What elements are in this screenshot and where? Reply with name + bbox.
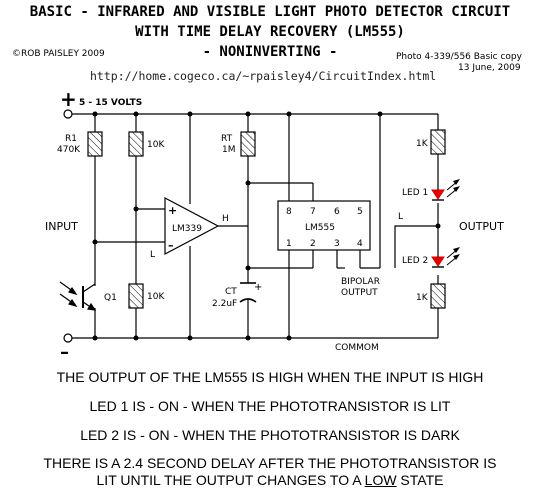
phototransistor-q1 [59,281,97,311]
note-5-low: LOW [364,472,397,488]
supply-terminal [63,109,73,119]
capacitor-ct [239,282,257,303]
output-sublabel: OUTPUT [341,288,378,298]
r-led-top: 1K [416,139,429,149]
pin-6: 6 [334,207,340,217]
resistor-10k-bottom [128,283,144,309]
note-5: LIT UNTIL THE OUTPUT CHANGES TO A LOW ST… [0,472,540,488]
note-4: THERE IS A 2.4 SECOND DELAY AFTER THE PH… [43,455,497,471]
r-top-value: 10K [147,140,165,150]
supply-plus: + [60,87,77,111]
q1-label: Q1 [104,293,117,303]
supply-minus: – [60,342,69,363]
ct-name: CT [225,287,237,297]
junction-dots [92,111,441,341]
led1-label: LED 1 [402,188,428,198]
resistor-1k-bottom [430,283,446,309]
led2-label: LED 2 [402,256,428,266]
output-label: OUTPUT [459,220,504,233]
rt-value: 1M [222,145,236,155]
pin-2: 2 [310,239,316,249]
photo-ref: Photo 4-339/556 Basic copy [396,52,522,62]
resistor-1k-top [430,129,446,155]
comp-plus: + [168,204,177,217]
comparator-lm339 [164,197,220,255]
note-3: LED 2 IS - ON - WHEN THE PHOTOTRANSISTOR… [80,427,460,443]
pin-5: 5 [357,207,363,217]
comp-name: LM339 [172,224,202,234]
bipolar-label: BIPOLAR [341,277,380,287]
input-label: INPUT [45,220,78,233]
cap-plus: + [254,282,262,293]
title-line-1: BASIC - INFRARED AND VISIBLE LIGHT PHOTO… [29,4,511,20]
supply-label: 5 - 15 VOLTS [79,98,142,108]
led-2 [431,247,460,268]
wires [68,113,439,339]
timer-name: LM555 [305,223,335,233]
pin-7: 7 [310,207,316,217]
resistor-r1 [87,131,103,157]
r1-value: 470K [57,145,81,155]
note-5-text: LIT UNTIL THE OUTPUT CHANGES TO A [96,472,365,488]
out-low: L [398,212,403,222]
ct-value: 2.2uF [212,299,237,309]
pin-1: 1 [286,239,292,249]
r-led-bottom: 1K [416,293,429,303]
pin-8: 8 [286,207,292,217]
r-bottom-value: 10K [147,292,165,302]
ground-terminal [63,333,73,343]
resistor-10k-top [128,131,144,157]
r1-name: R1 [65,134,77,144]
comp-high: H [222,214,229,224]
resistor-rt [240,131,256,157]
rt-name: RT [221,134,233,144]
note-1: THE OUTPUT OF THE LM555 IS HIGH WHEN THE… [56,369,484,385]
pin-3: 3 [334,239,340,249]
comp-minus: – [168,239,174,252]
comp-low: L [150,250,155,260]
timer-lm555 [277,200,371,251]
led-1 [431,179,460,201]
note-2: LED 1 IS - ON - WHEN THE PHOTOTRANSISTOR… [89,398,451,414]
copyright: ©ROB PAISLEY 2009 [12,49,105,59]
url-link[interactable]: http://home.cogeco.ca/~rpaisley4/Circuit… [90,69,437,83]
title-line-2: WITH TIME DELAY RECOVERY (LM555) [135,24,405,40]
date: 13 June, 2009 [458,63,521,73]
pin-4: 4 [357,239,363,249]
common-label: COMMOM [335,343,379,353]
note-5-end: STATE [396,472,444,488]
title-line-3: - NONINVERTING - [202,44,338,60]
